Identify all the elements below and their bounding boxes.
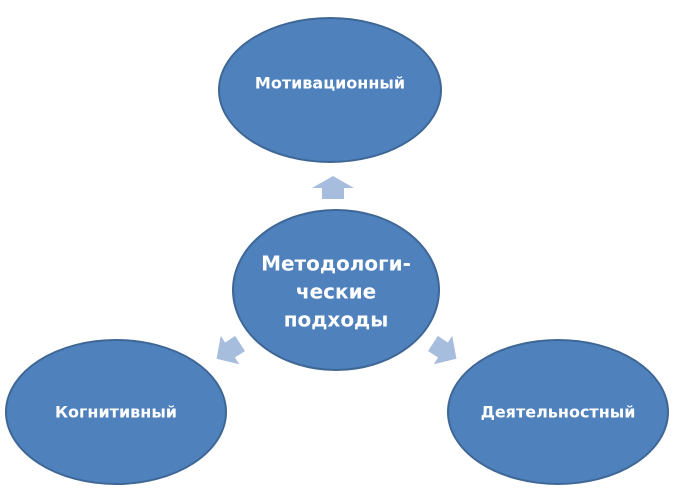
node-center-line2: ческие (296, 280, 376, 304)
node-motivational-label: Мотивационный (255, 74, 405, 93)
node-center: Методологи- ческие подходы (232, 209, 440, 371)
node-center-shape (232, 209, 440, 371)
node-cognitive-label: Когнитивный (55, 403, 177, 422)
node-activity-label: Деятельностный (481, 403, 636, 422)
arrow-to-left-icon (216, 335, 245, 365)
arrow-to-top-icon (312, 176, 354, 199)
node-activity: Деятельностный (447, 339, 669, 485)
node-cognitive-shape (5, 339, 227, 485)
node-motivational-shape (218, 17, 442, 163)
node-cognitive: Когнитивный (5, 339, 227, 485)
node-center-line1: Методологи- (261, 252, 411, 276)
node-center-line3: подходы (284, 308, 389, 332)
node-motivational: Мотивационный (218, 17, 442, 163)
node-activity-shape (447, 339, 669, 485)
arrow-to-right-icon (428, 335, 457, 365)
